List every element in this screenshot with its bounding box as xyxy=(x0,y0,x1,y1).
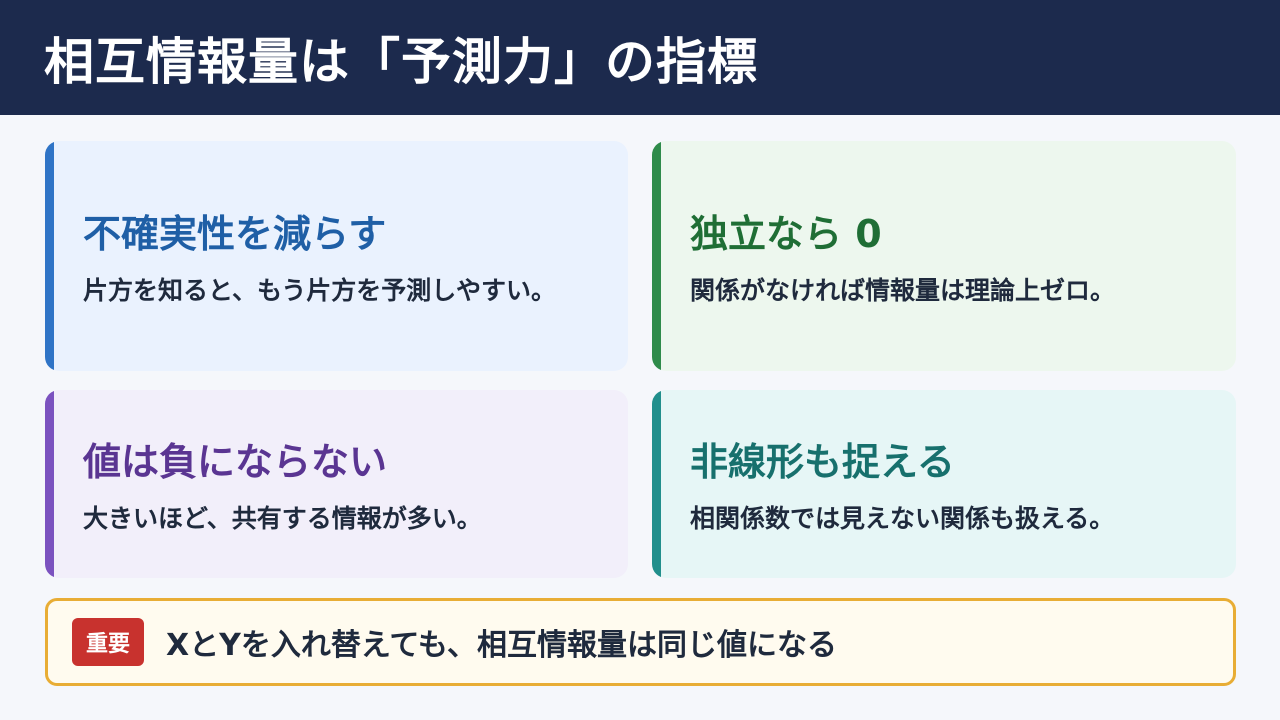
card-body: 相関係数では見えない関係も扱える。 xyxy=(690,503,1115,533)
card-accent-bar xyxy=(45,390,54,578)
card-title: 不確実性を減らす xyxy=(83,211,387,256)
important-badge: 重要 xyxy=(72,618,145,666)
card-title: 値は負にならない xyxy=(83,439,388,484)
card-independent-zero: 独立なら 0 関係がなければ情報量は理論上ゼロ。 xyxy=(652,141,1236,371)
card-body: 大きいほど、共有する情報が多い。 xyxy=(83,503,482,533)
card-title: 非線形も捉える xyxy=(690,439,955,484)
slide-title: 相互情報量は「予測力」の指標 xyxy=(44,32,758,91)
card-accent-bar xyxy=(652,141,661,371)
card-body: 関係がなければ情報量は理論上ゼロ。 xyxy=(690,275,1116,305)
card-accent-bar xyxy=(652,390,661,578)
card-non-negative: 値は負にならない 大きいほど、共有する情報が多い。 xyxy=(45,390,628,578)
card-nonlinear: 非線形も捉える 相関係数では見えない関係も扱える。 xyxy=(652,390,1236,578)
card-title: 独立なら 0 xyxy=(690,211,882,256)
card-body: 片方を知ると、もう片方を予測しやすい。 xyxy=(83,275,557,305)
slide-header: 相互情報量は「予測力」の指標 xyxy=(0,0,1280,115)
card-accent-bar xyxy=(45,141,54,371)
important-note: 重要 XとYを入れ替えても、相互情報量は同じ値になる xyxy=(45,598,1236,686)
important-note-text: XとYを入れ替えても、相互情報量は同じ値になる xyxy=(166,628,837,663)
card-reduce-uncertainty: 不確実性を減らす 片方を知ると、もう片方を予測しやすい。 xyxy=(45,141,628,371)
